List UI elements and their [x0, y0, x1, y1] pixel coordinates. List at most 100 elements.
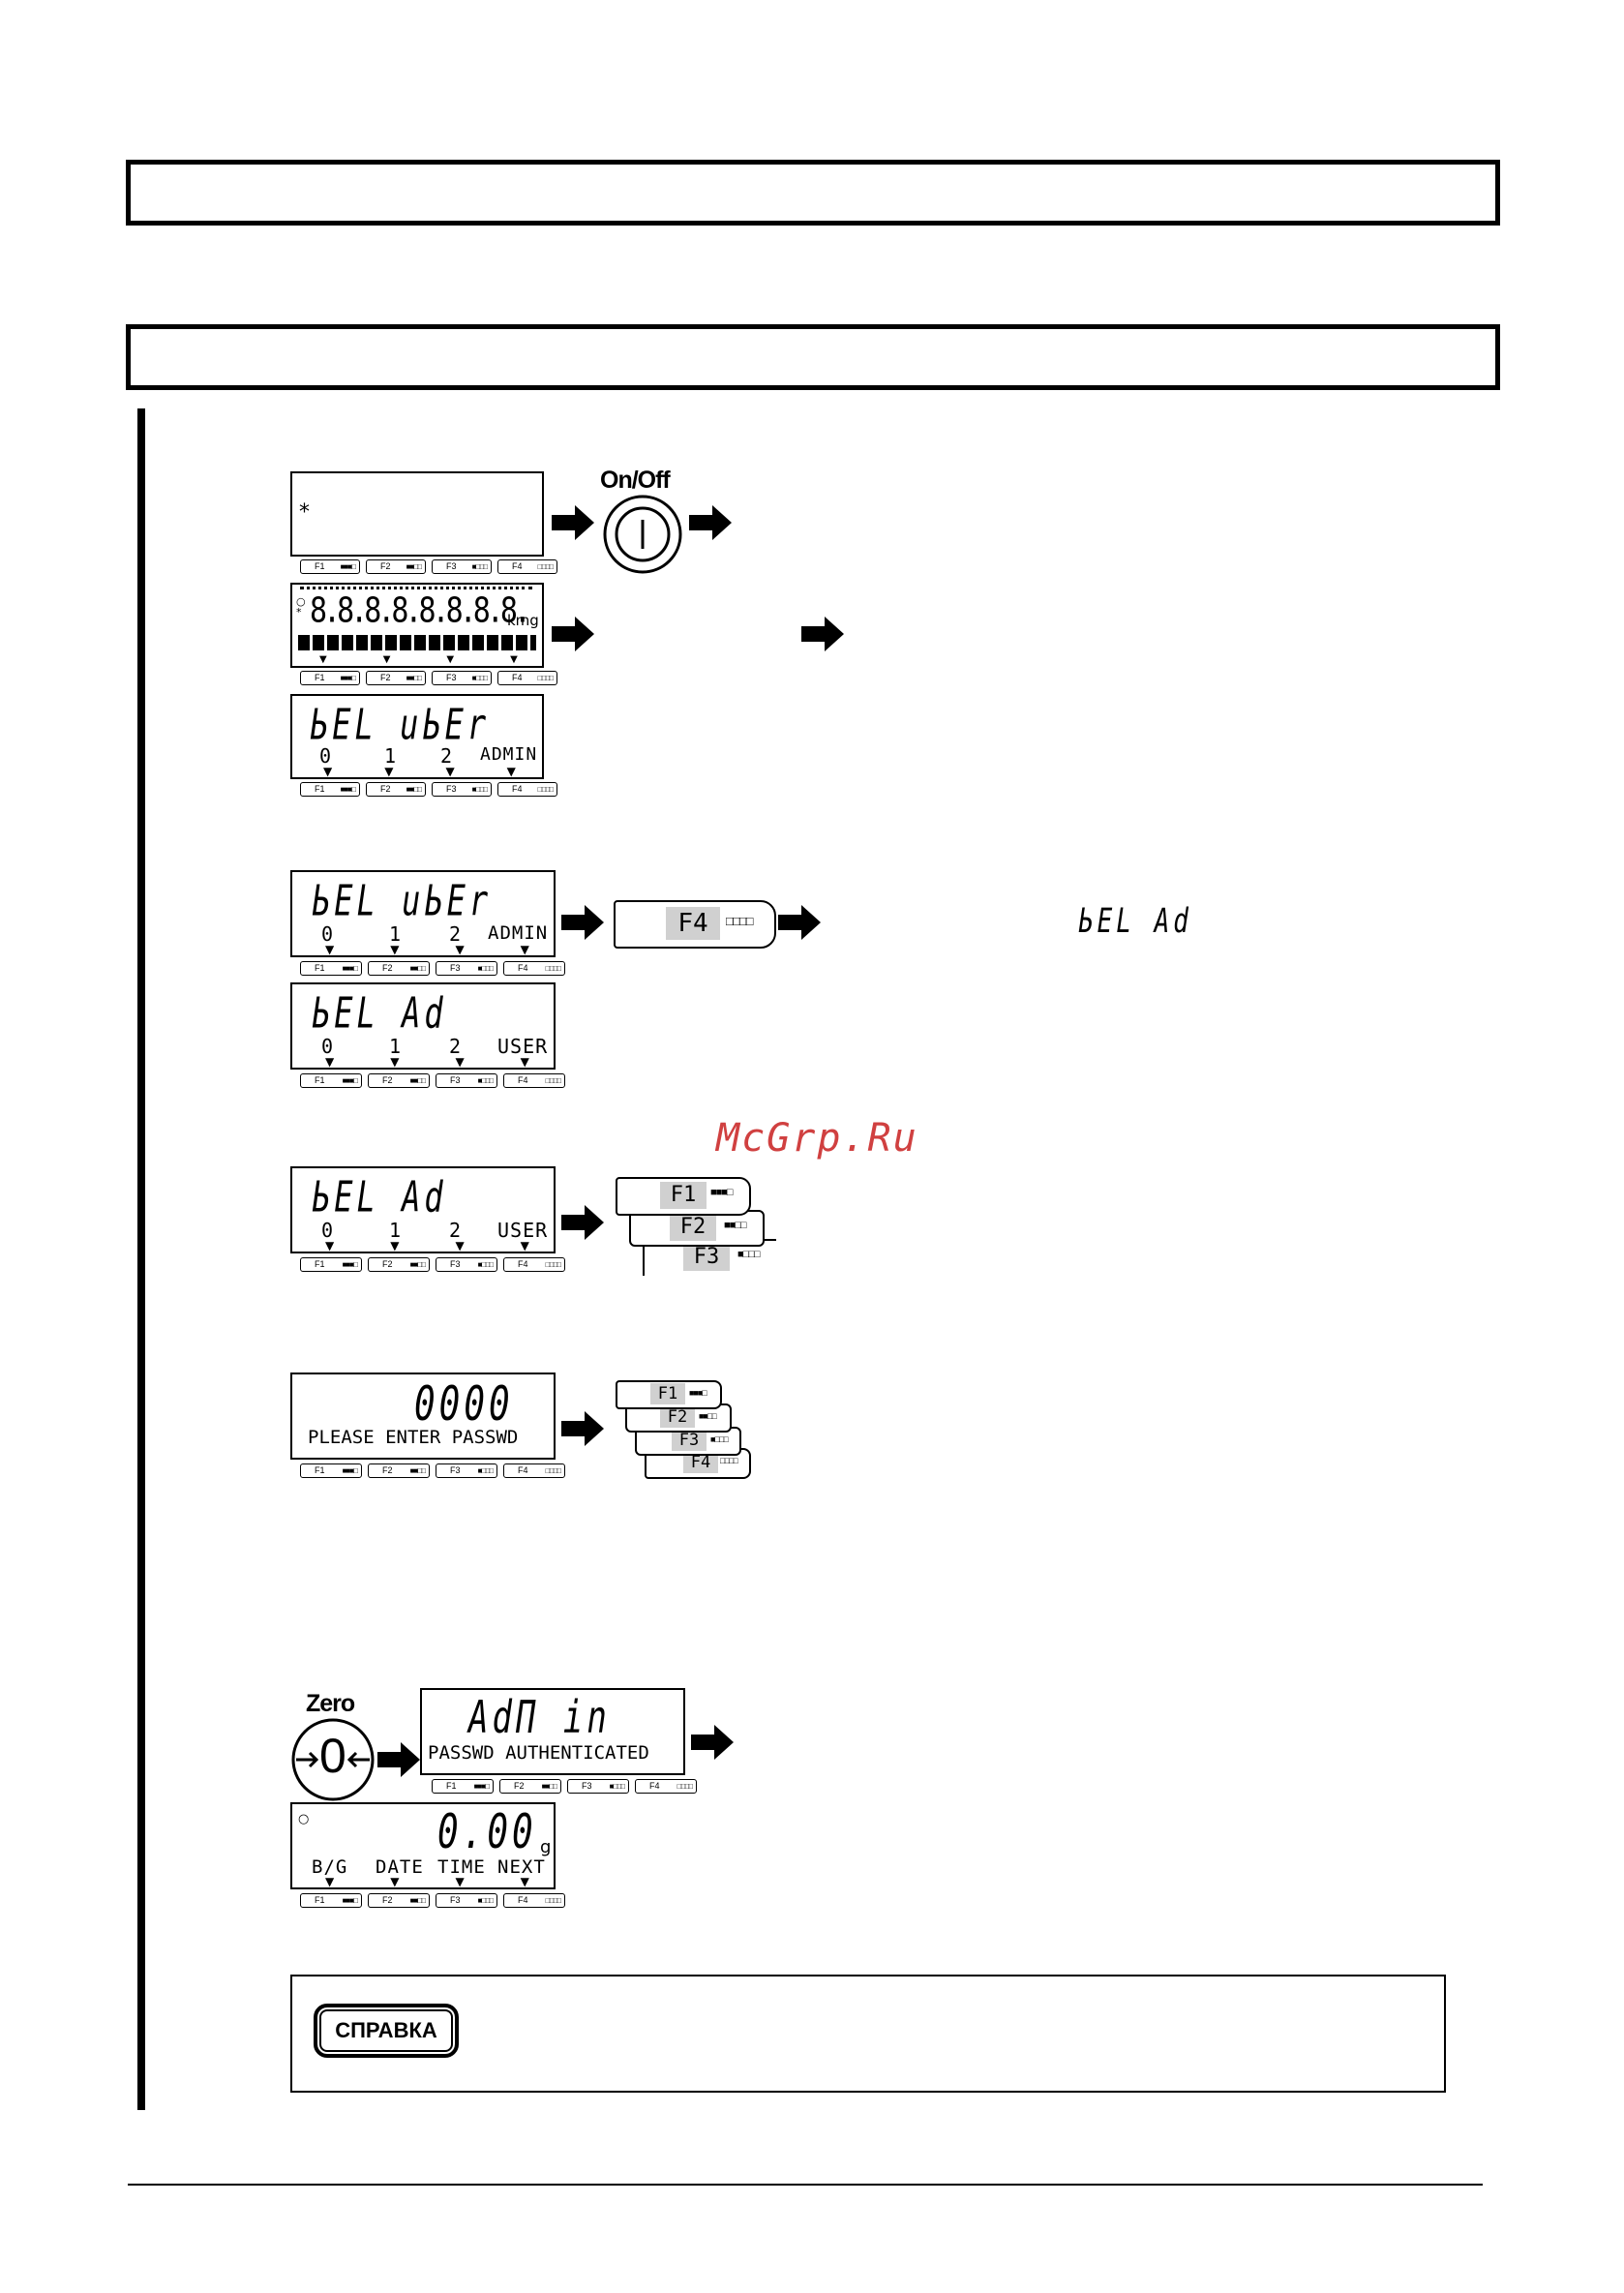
fkey-f3[interactable]: F3■□□□ — [436, 1463, 497, 1478]
fkey-f1[interactable]: F1■■■□ — [300, 671, 360, 685]
arrow-right-icon — [552, 617, 594, 651]
sel-ad-main: ЬEL Ad — [312, 988, 447, 1039]
arrow-right-icon — [691, 1725, 734, 1760]
zero-key-icon[interactable] — [290, 1717, 376, 1802]
fkey-row-7: F1■■■□ F2■■□□ F3■□□□ F4□□□□ — [300, 1463, 571, 1479]
sel-user-opt-1: 1 — [389, 922, 403, 946]
lcd-display-weighing: ○ 0.00 g B/G DATE TIME NEXT ▼▼▼▼ — [290, 1802, 556, 1889]
status-marks: ○* — [296, 595, 306, 619]
softkey-markers: ▼▼▼▼ — [325, 1875, 586, 1888]
fkey-f2[interactable]: F2■■□□ — [368, 1463, 430, 1478]
power-icon[interactable] — [602, 494, 683, 575]
f1-key[interactable]: F1 ■■■□ — [616, 1177, 751, 1216]
fkey-f4[interactable]: F4□□□□ — [503, 1257, 565, 1272]
softkey-markers: ▼▼▼▼ — [325, 943, 586, 956]
fkey-f2[interactable]: F2■■□□ — [366, 559, 426, 574]
lcd-display-password: 0000 PLEASE ENTER PASSWD — [290, 1373, 556, 1460]
sel-ad-opt-1: 1 — [389, 1035, 403, 1058]
fkey-f2[interactable]: F2■■□□ — [368, 1893, 430, 1908]
softkey-date: DATE — [376, 1856, 424, 1878]
fkey-f1[interactable]: F1■■■□ — [300, 559, 360, 574]
fkey-f3[interactable]: F3■□□□ — [436, 961, 497, 976]
fkey-f4[interactable]: F4□□□□ — [635, 1779, 697, 1794]
fkey-f3[interactable]: F3■□□□ — [432, 782, 492, 797]
fkey-row-9: F1■■■□ F2■■□□ F3■□□□ F4□□□□ — [300, 1893, 571, 1909]
sel-user-opt-0: 0 — [321, 922, 335, 946]
fkey-f4[interactable]: F4□□□□ — [503, 1893, 565, 1908]
fkey-row-1: F1■■■□ F2■■□□ F3■□□□ F4□□□□ — [300, 559, 563, 575]
sel-user-opt-2: 2 — [440, 744, 454, 768]
sel-user-main: ЬEL uЬEr — [310, 700, 491, 750]
f4-key-label: F4 — [666, 907, 720, 940]
fkey-f2[interactable]: F2■■□□ — [366, 671, 426, 685]
arrow-right-icon — [561, 1205, 604, 1240]
sel-ad-opt-2: 2 — [449, 1219, 463, 1242]
fkey-f3[interactable]: F3■□□□ — [436, 1257, 497, 1272]
fkey-f3[interactable]: F3■□□□ — [436, 1073, 497, 1088]
fkey-row-6: F1■■■□ F2■■□□ F3■□□□ F4□□□□ — [300, 1257, 571, 1273]
sel-user-opt-admin: ADMIN — [488, 922, 549, 944]
fkey-f4[interactable]: F4□□□□ — [497, 559, 557, 574]
fkey-f4[interactable]: F4□□□□ — [503, 1463, 565, 1478]
weight-unit: g — [540, 1837, 552, 1857]
sel-ad-main: ЬEL Ad — [312, 1172, 447, 1222]
lcd-display-sel-user: ЬEL uЬEr 0 1 2 ADMIN ▼▼▼▼ — [290, 694, 544, 779]
fkey-f2[interactable]: F2■■□□ — [368, 961, 430, 976]
sel-user-opt-admin: ADMIN — [480, 744, 538, 765]
fkey-f2[interactable]: F2■■□□ — [368, 1073, 430, 1088]
fkey-f2[interactable]: F2■■□□ — [499, 1779, 561, 1794]
f1-key[interactable]: F1 ■■■□ — [616, 1380, 722, 1409]
lcd-display-off: * — [290, 471, 544, 557]
sel-ad-opt-0: 0 — [321, 1035, 335, 1058]
sel-user-opt-1: 1 — [384, 744, 398, 768]
info-badge: СПРАВКА — [314, 2004, 459, 2058]
f4-key[interactable]: F4 □□□□ — [614, 900, 776, 949]
fkey-f4[interactable]: F4□□□□ — [497, 782, 557, 797]
arrow-right-icon — [561, 1411, 604, 1446]
softkey-bg: B/G — [312, 1856, 348, 1878]
fkey-f1[interactable]: F1■■■□ — [300, 1257, 362, 1272]
fkey-f1[interactable]: F1■■■□ — [300, 1893, 362, 1908]
sel-ad-opt-2: 2 — [449, 1035, 463, 1058]
fkey-f1[interactable]: F1■■■□ — [300, 782, 360, 797]
fkey-f3[interactable]: F3■□□□ — [432, 559, 492, 574]
arrow-right-icon — [377, 1742, 420, 1777]
zero-label: Zero — [306, 1690, 355, 1717]
admin-main: AdΠ in — [468, 1692, 611, 1744]
sel-user-opt-0: 0 — [319, 744, 333, 768]
subsection-title-box — [126, 324, 1500, 390]
fkey-f1[interactable]: F1■■■□ — [432, 1779, 494, 1794]
lcd-display-admin: AdΠ in PASSWD AUTHENTICATED — [420, 1688, 685, 1775]
fkey-f3[interactable]: F3■□□□ — [432, 671, 492, 685]
admin-sub: PASSWD AUTHENTICATED — [428, 1742, 649, 1764]
arrow-right-icon — [689, 505, 732, 540]
sel-ad-opt-1: 1 — [389, 1219, 403, 1242]
fkey-f2[interactable]: F2■■□□ — [368, 1257, 430, 1272]
arrow-right-icon — [561, 905, 604, 940]
test-digits: 8.8.8.8.8.8.8.8. — [310, 590, 531, 631]
section-title-box — [126, 160, 1500, 226]
fkey-f2[interactable]: F2■■□□ — [366, 782, 426, 797]
fkey-row-8: F1■■■□ F2■■□□ F3■□□□ F4□□□□ — [432, 1779, 703, 1795]
softkey-next: NEXT — [497, 1856, 546, 1878]
lcd-display-sel-ad: ЬEL Ad 0 1 2 USER ▼▼▼▼ — [290, 982, 556, 1070]
info-badge-label: СПРАВКА — [335, 2018, 437, 2042]
fkey-f3[interactable]: F3■□□□ — [436, 1893, 497, 1908]
onoff-label: On/Off — [600, 467, 671, 494]
fkey-f1[interactable]: F1■■■□ — [300, 1073, 362, 1088]
fkey-row-2: F1■■■□ F2■■□□ F3■□□□ F4□□□□ — [300, 671, 563, 686]
test-unit: kmg — [507, 612, 539, 629]
weight-value: 0.00 — [437, 1806, 537, 1860]
footer-rule — [128, 2184, 1483, 2186]
arrow-right-icon — [801, 617, 844, 651]
fkey-f4[interactable]: F4□□□□ — [503, 961, 565, 976]
fkey-f4[interactable]: F4□□□□ — [497, 671, 557, 685]
fkey-f3[interactable]: F3■□□□ — [567, 1779, 629, 1794]
arrow-right-icon — [552, 505, 594, 540]
arrow-right-icon — [778, 905, 821, 940]
fkey-f1[interactable]: F1■■■□ — [300, 1463, 362, 1478]
fkey-f4[interactable]: F4□□□□ — [503, 1073, 565, 1088]
zero-key-symbol: 0 — [319, 1729, 346, 1783]
fkey-f1[interactable]: F1■■■□ — [300, 961, 362, 976]
password-digits: 0000 — [414, 1378, 514, 1433]
